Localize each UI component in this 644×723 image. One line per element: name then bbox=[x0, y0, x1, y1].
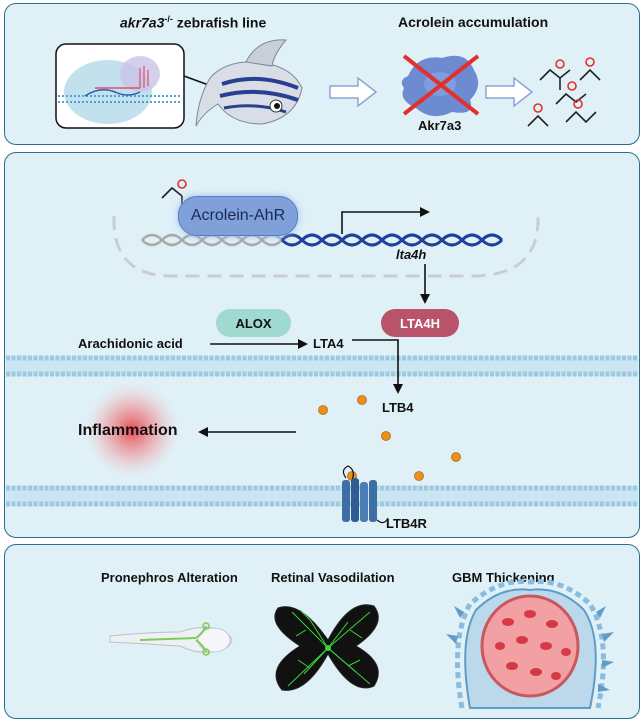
transcription-start-arrow bbox=[341, 211, 420, 234]
acrolein-ahr-complex: Acrolein-AhR bbox=[178, 196, 298, 236]
rna-scaffold-icon bbox=[139, 66, 149, 88]
line-title-rest: zebrafish line bbox=[172, 14, 267, 31]
cell-membrane-lower bbox=[6, 485, 638, 507]
transcription-arrowhead bbox=[420, 207, 430, 217]
translation-arrowhead bbox=[420, 294, 430, 304]
lta4h-gene-text: lta4h bbox=[396, 247, 427, 262]
hollow-arrow-2 bbox=[485, 76, 534, 108]
gene-name: akr7a3 bbox=[120, 14, 165, 31]
acrolein-accumulation-title: Acrolein accumulation bbox=[398, 14, 549, 30]
dna-lta4h-gene bbox=[280, 233, 504, 247]
lta4-label: LTA4 bbox=[313, 336, 344, 351]
lta4h-conversion-arrow bbox=[352, 339, 399, 386]
phenotype-pronephros-label: Pronephros Alteration bbox=[101, 570, 238, 585]
akr7a3-label: Akr7a3 bbox=[418, 118, 462, 133]
inflammation-glow bbox=[84, 382, 180, 478]
retina-flatmount-icon bbox=[274, 604, 379, 691]
alox-arrowhead bbox=[298, 339, 308, 349]
middle-panel-illustration bbox=[6, 179, 638, 524]
dna-unwound-strand bbox=[84, 89, 141, 97]
cross-mark-line-2 bbox=[402, 54, 480, 116]
genotype-superscript: -/- bbox=[164, 14, 173, 24]
inflammation-arrowhead bbox=[198, 427, 208, 437]
lta4h-gene-label: lta4h bbox=[396, 247, 426, 262]
panel-signaling-pathway bbox=[4, 152, 640, 538]
ltb4-molecules bbox=[318, 395, 461, 481]
ltb4r-label: LTB4R bbox=[386, 516, 427, 531]
lta4h-enzyme: LTA4H bbox=[381, 309, 459, 337]
zebrafish-larva-icon bbox=[109, 622, 233, 656]
acrolein-molecules-icon bbox=[527, 57, 601, 127]
glomerulus-gbm-icon bbox=[446, 578, 614, 709]
hollow-arrow-1 bbox=[329, 76, 378, 108]
alox-enzyme: ALOX bbox=[216, 309, 291, 337]
zebrafish-icon bbox=[195, 39, 303, 127]
top-panel-illustration bbox=[55, 39, 601, 129]
arachidonic-acid-label: Arachidonic acid bbox=[78, 336, 183, 351]
phenotype-retinal-label: Retinal Vasodilation bbox=[271, 570, 395, 585]
ltb4r-receptor-icon bbox=[342, 465, 389, 524]
zebrafish-line-title: akr7a3-/- zebrafish line bbox=[120, 14, 266, 31]
nuclear-envelope-dashed bbox=[112, 215, 540, 278]
inflammation-label: Inflammation bbox=[78, 422, 178, 439]
lta4h-arrowhead bbox=[393, 384, 403, 394]
cell-membrane-upper bbox=[6, 355, 638, 377]
ltb4-label: LTB4 bbox=[382, 400, 414, 415]
